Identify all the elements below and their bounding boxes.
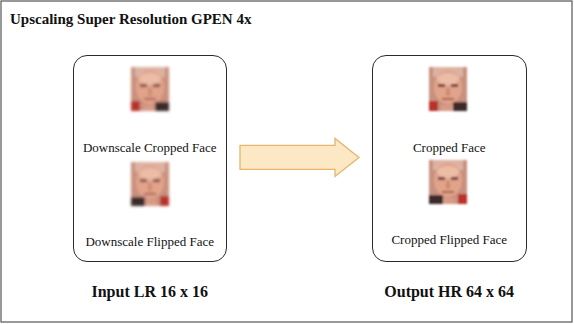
image-caption: Downscale Cropped Face (83, 140, 217, 156)
image-caption: Cropped Face (413, 140, 486, 156)
block-arrow (240, 138, 359, 176)
hr-flipped-face (429, 160, 467, 204)
diagram-title: Upscaling Super Resolution GPEN 4x (10, 11, 251, 28)
group-heading: Input LR 16 x 16 (91, 283, 207, 301)
hr-face (429, 67, 467, 111)
image-group-box: Cropped FaceCropped Flipped FaceOutput H… (372, 55, 527, 262)
group-heading: Output HR 64 x 64 (384, 283, 514, 301)
image-caption: Cropped Flipped Face (391, 232, 507, 248)
image-group-box: Downscale Cropped FaceDownscale Flipped … (73, 55, 227, 262)
lr-face (131, 67, 169, 111)
image-caption: Downscale Flipped Face (85, 234, 214, 250)
lr-flipped-face (131, 162, 169, 206)
